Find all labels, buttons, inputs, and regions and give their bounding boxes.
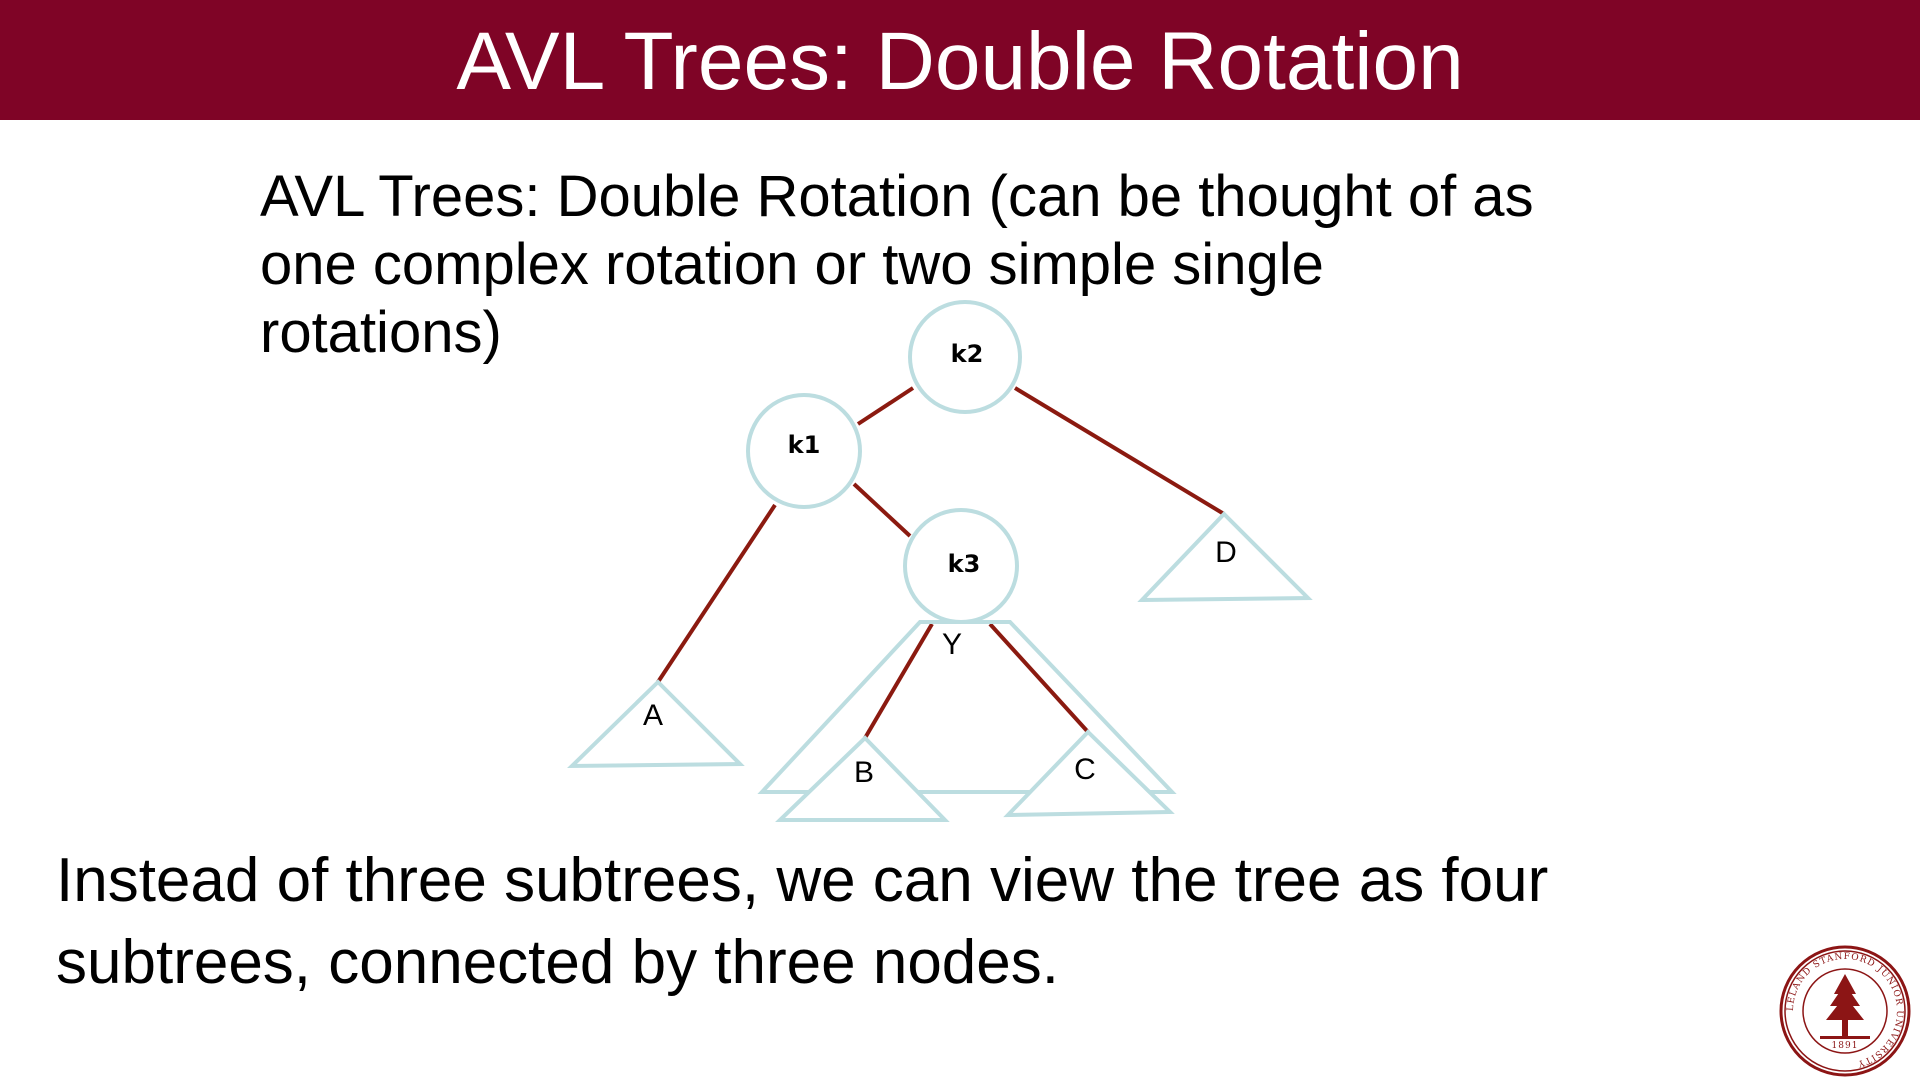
subtree-d-triangle [1137, 511, 1313, 603]
tree-icon [1820, 974, 1870, 1039]
subtree-a-label: A [643, 699, 663, 732]
seal-year: 1891 [1832, 1041, 1859, 1051]
subtree-y-triangle [757, 620, 1177, 794]
summary-line-1: Instead of three subtrees, we can view t… [56, 846, 1549, 915]
node-k2-label: k2 [951, 340, 984, 368]
title-bar: AVL Trees: Double Rotation [0, 0, 1920, 120]
subtree-b-triangle [775, 735, 950, 822]
subtree-c-triangle [1003, 729, 1175, 818]
subtree-y-label: Y [942, 628, 962, 661]
subtree-a-triangle [567, 679, 745, 769]
node-k2-circle [908, 300, 1022, 414]
intro-line-3: rotations) [260, 300, 502, 365]
edge-k2-k1 [856, 386, 915, 426]
edge-k1-a [656, 503, 777, 684]
intro-line-2: one complex rotation or two simple singl… [260, 232, 1324, 297]
subtree-c-label: C [1074, 753, 1096, 786]
summary-text: Instead of three subtrees, we can view t… [56, 840, 1756, 1004]
edge-k1-k3 [852, 482, 912, 538]
edge-k3-c [988, 622, 1090, 734]
node-k3-circle [903, 508, 1019, 624]
intro-line-1: AVL Trees: Double Rotation (can be thoug… [260, 164, 1534, 229]
summary-line-2: subtrees, connected by three nodes. [56, 928, 1059, 997]
node-k1-label: k1 [788, 431, 821, 459]
node-k1-circle [746, 393, 862, 509]
subtree-b-label: B [854, 756, 874, 789]
slide-title: AVL Trees: Double Rotation [456, 16, 1464, 107]
edge-k3-b [863, 622, 934, 740]
subtree-d-label: D [1215, 536, 1237, 569]
node-k3-label: k3 [948, 550, 981, 578]
edge-k2-d [1013, 386, 1226, 516]
university-seal-logo: LELAND STANFORD JUNIOR UNIVERSITY 1891 [1779, 945, 1911, 1077]
intro-text: AVL Trees: Double Rotation (can be thoug… [260, 163, 1760, 367]
